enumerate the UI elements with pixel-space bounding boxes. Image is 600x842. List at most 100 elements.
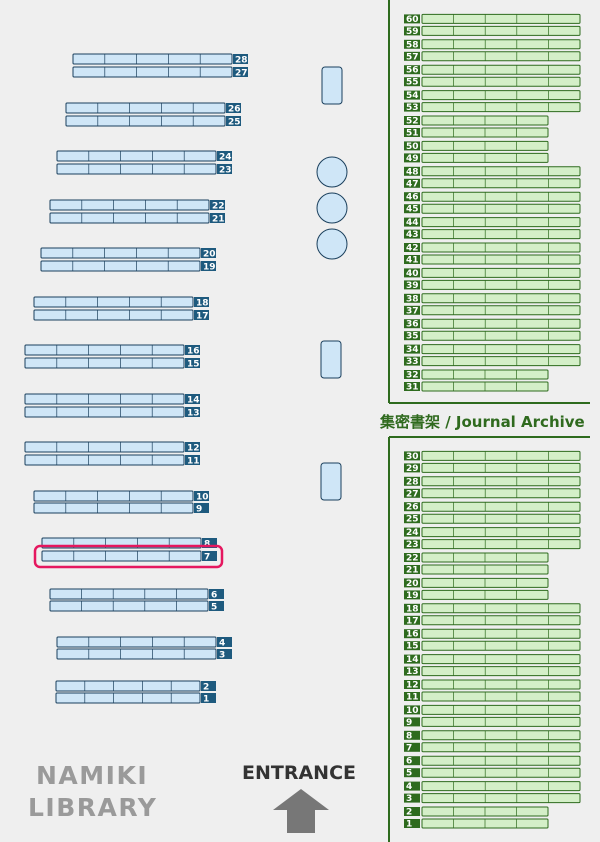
journal-shelf[interactable]: 13 [404,666,581,678]
journal-shelf-number: 20 [406,579,419,589]
journal-shelf[interactable]: 22 [404,552,549,564]
journal-shelf[interactable]: 23 [404,539,581,551]
bookshelf[interactable]: 27 [72,66,248,79]
bookshelf[interactable]: 14 [24,393,200,406]
journal-shelf[interactable]: 28 [404,476,581,488]
journal-shelf[interactable]: 33 [404,356,581,368]
journal-shelf[interactable]: 3 [404,793,581,805]
bookshelf[interactable]: 8 [41,537,217,550]
bookshelf[interactable]: 22 [49,199,225,212]
journal-shelf[interactable]: 5 [404,767,581,779]
journal-shelf-number: 52 [406,117,419,127]
bookshelf[interactable]: 23 [56,163,232,176]
bookshelf[interactable]: 20 [40,247,216,260]
bookshelf[interactable]: 1 [55,692,216,705]
shelf-number: 6 [211,591,217,601]
journal-shelf[interactable]: 41 [404,254,581,266]
journal-shelf[interactable]: 50 [404,140,549,152]
journal-shelf[interactable]: 51 [404,127,549,139]
journal-shelf[interactable]: 25 [404,513,581,525]
journal-shelf[interactable]: 10 [404,704,581,716]
journal-shelf[interactable]: 8 [404,730,581,742]
journal-shelf[interactable]: 60 [404,13,581,25]
bookshelf[interactable]: 26 [65,102,241,115]
journal-shelf[interactable]: 7 [404,742,581,754]
bookshelf[interactable]: 10 [33,490,209,503]
journal-shelf[interactable]: 42 [404,242,581,254]
journal-shelf[interactable]: 21 [404,564,549,576]
journal-shelf[interactable]: 20 [404,577,549,589]
bookshelf[interactable]: 4 [56,636,232,649]
journal-shelf[interactable]: 46 [404,191,581,203]
journal-shelf[interactable]: 34 [404,344,581,356]
journal-shelf[interactable]: 26 [404,501,581,513]
bookshelf[interactable]: 13 [24,406,200,419]
bookshelf[interactable]: 7 [41,550,217,563]
journal-shelf[interactable]: 52 [404,115,549,127]
journal-shelf[interactable]: 56 [404,64,581,76]
journal-shelf[interactable]: 11 [404,691,581,703]
journal-shelf[interactable]: 47 [404,178,581,190]
journal-shelf[interactable]: 37 [404,305,581,317]
journal-shelf[interactable]: 29 [404,462,581,474]
journal-shelf[interactable]: 36 [404,318,581,330]
journal-shelf-number-badge [404,51,420,61]
bookshelf[interactable]: 21 [49,212,225,225]
journal-shelf[interactable]: 9 [404,716,581,728]
journal-shelf[interactable]: 39 [404,279,581,291]
journal-shelf[interactable]: 57 [404,51,581,63]
journal-shelf[interactable]: 53 [404,102,581,114]
journal-shelf[interactable]: 31 [404,381,549,393]
journal-shelf[interactable]: 18 [404,603,581,615]
journal-shelf[interactable]: 49 [404,152,549,164]
bookshelf[interactable]: 24 [56,150,232,163]
bookshelf[interactable]: 15 [24,357,200,370]
journal-shelf-number-badge [404,217,420,227]
bookshelf[interactable]: 6 [49,588,224,601]
shelf-number-badge [217,649,232,659]
journal-shelf[interactable]: 19 [404,589,549,601]
bookshelf[interactable]: 11 [24,454,200,467]
journal-shelf[interactable]: 17 [404,615,581,627]
journal-shelf-number-badge [404,356,420,366]
journal-shelf[interactable]: 24 [404,527,581,539]
bookshelf[interactable]: 3 [56,648,232,661]
journal-shelf[interactable]: 35 [404,330,581,342]
bookshelf[interactable]: 19 [40,260,216,273]
journal-shelf[interactable]: 32 [404,369,549,381]
bookshelf[interactable]: 25 [65,115,241,128]
journal-shelf[interactable]: 54 [404,90,581,102]
journal-shelf-number-badge [404,90,420,100]
shelf-number: 4 [219,639,225,649]
journal-shelf[interactable]: 55 [404,76,581,88]
journal-shelf[interactable]: 1 [404,818,549,830]
journal-shelf[interactable]: 59 [404,25,581,37]
journal-shelf[interactable]: 38 [404,293,581,305]
bookshelf[interactable]: 18 [33,296,209,309]
bookshelf[interactable]: 28 [72,53,248,66]
journal-shelf[interactable]: 40 [404,267,581,279]
journal-shelf[interactable]: 44 [404,217,581,229]
bookshelf[interactable]: 5 [49,600,224,613]
bookshelf[interactable]: 17 [33,309,209,322]
journal-shelf[interactable]: 12 [404,679,581,691]
journal-shelf-body [421,615,581,626]
journal-shelf[interactable]: 43 [404,229,581,241]
journal-shelf[interactable]: 45 [404,203,581,215]
journal-shelf-number: 31 [406,383,419,393]
journal-shelf[interactable]: 48 [404,166,581,178]
journal-shelf[interactable]: 4 [404,781,581,793]
journal-shelf[interactable]: 27 [404,488,581,500]
journal-shelf[interactable]: 2 [404,806,549,818]
journal-shelf-number: 58 [406,40,419,50]
bookshelf[interactable]: 2 [55,680,216,693]
journal-shelf[interactable]: 6 [404,755,581,767]
journal-shelf[interactable]: 58 [404,39,581,51]
journal-shelf[interactable]: 30 [404,450,581,462]
journal-shelf[interactable]: 16 [404,628,581,640]
journal-shelf[interactable]: 15 [404,640,581,652]
bookshelf[interactable]: 16 [24,344,200,357]
bookshelf[interactable]: 12 [24,441,200,454]
bookshelf[interactable]: 9 [33,502,209,515]
journal-shelf[interactable]: 14 [404,654,581,666]
